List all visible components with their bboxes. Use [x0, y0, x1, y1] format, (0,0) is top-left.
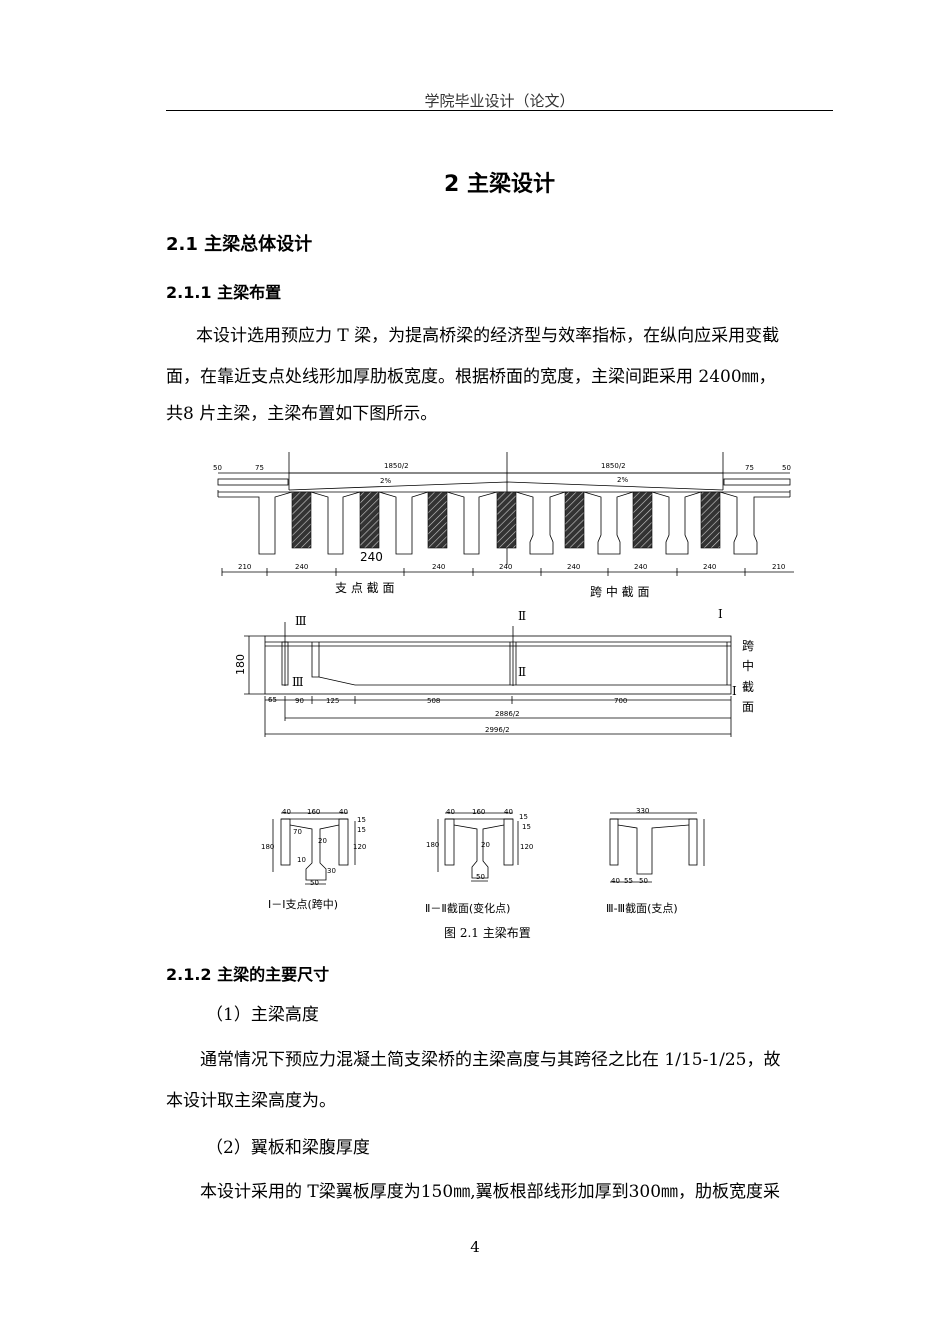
section-heading-2-1: 2.1 主梁总体设计	[166, 234, 313, 255]
side-label-char: 截	[742, 680, 754, 694]
chapter-title: 2 主梁设计	[444, 172, 555, 197]
dim-label: 40	[504, 808, 513, 816]
dim-label: 700	[614, 697, 627, 705]
text-line: 本设计采用的 T梁翼板厚度为150㎜,翼板根部线形加厚到300㎜，肋板宽度采	[200, 1182, 781, 1202]
section-mark: Ⅲ	[292, 675, 304, 689]
diaphragm-block	[564, 491, 585, 549]
detail-section-II	[437, 812, 519, 882]
section-mark: Ⅰ	[718, 607, 723, 621]
elevation-drawing	[244, 622, 732, 737]
detail-caption: Ⅲ-Ⅲ截面(支点)	[606, 901, 678, 915]
section-heading-2-1-1: 2.1.1 主梁布置	[166, 283, 282, 302]
detail-section-III	[609, 812, 705, 883]
dim-label: 50	[476, 873, 485, 881]
dim-label: 240	[703, 563, 716, 571]
dim-label: 120	[520, 843, 533, 851]
dimension-ticks	[221, 568, 746, 576]
text-line: 本设计取主梁高度为。	[166, 1091, 336, 1111]
header-rule	[166, 110, 833, 111]
dim-label: 15	[357, 826, 366, 834]
dim-label: 40	[446, 808, 455, 816]
dim-label: 50	[639, 877, 648, 885]
section-heading-2-1-2: 2.1.2 主梁的主要尺寸	[166, 965, 330, 984]
dim-label: 1850/2	[384, 462, 409, 470]
section-mark: Ⅱ	[518, 665, 526, 679]
dim-label: 180	[426, 841, 439, 849]
dim-label: 330	[636, 807, 649, 815]
paragraph-flange-thickness: 本设计采用的 T梁翼板厚度为150㎜,翼板根部线形加厚到300㎜，肋板宽度采	[166, 1172, 833, 1213]
dim-label: 240	[432, 563, 445, 571]
side-label-char: 面	[742, 700, 754, 714]
dim-label: 240	[295, 563, 308, 571]
dim-label: 65	[268, 696, 277, 704]
dim-label: 30	[327, 867, 336, 875]
dim-label: 210	[772, 563, 785, 571]
dim-label: 15	[519, 813, 528, 821]
dim-label: 240	[634, 563, 647, 571]
dim-label: 180	[261, 843, 274, 851]
slope-label: 2%	[380, 477, 391, 485]
section-mark: Ⅱ	[518, 609, 526, 623]
dim-label: 240	[499, 563, 512, 571]
text-line: 共8 片主梁，主梁布置如下图所示。	[166, 404, 438, 424]
diaphragm-block	[359, 491, 380, 549]
diaphragm-block	[632, 491, 653, 549]
dim-label: 40	[611, 877, 620, 885]
dim-label: 75	[255, 464, 264, 472]
dim-label: 125	[326, 697, 339, 705]
text-line: 面，在靠近支点处线形加厚肋板宽度。根据桥面的宽度，主梁间距采用 2400㎜，	[166, 367, 776, 387]
dim-label: 55	[624, 877, 633, 885]
dim-label: 50	[782, 464, 791, 472]
section-mark: Ⅰ	[732, 684, 737, 698]
cross-section-drawing	[217, 452, 794, 576]
text-line: 本设计选用预应力 T 梁，为提高桥梁的经济型与效率指标，在纵向应采用变截	[196, 326, 780, 346]
section-mark: Ⅲ	[295, 614, 307, 628]
dim-label: 508	[427, 697, 440, 705]
diaphragm-blocks	[291, 491, 721, 549]
detail-section-I	[272, 812, 356, 885]
paragraph-layout: 本设计选用预应力 T 梁，为提高桥梁的经济型与效率指标，在纵向应采用变截 面，在…	[166, 316, 833, 435]
figure-caption: 图 2.1 主梁布置	[444, 925, 531, 940]
dim-label: 210	[238, 563, 251, 571]
slope-label: 2%	[617, 476, 628, 484]
diaphragm-block	[291, 491, 312, 549]
midspan-section-label: 跨 中 截 面	[590, 584, 649, 599]
height-dim-label: 180	[234, 654, 247, 675]
page-number: 4	[470, 1238, 480, 1256]
dim-label: 2886/2	[495, 710, 520, 718]
dim-label: 90	[295, 697, 304, 705]
dim-label: 70	[293, 828, 302, 836]
dim-label: 15	[357, 816, 366, 824]
dim-label: 75	[745, 464, 754, 472]
support-section-label: 支 点 截 面	[335, 581, 394, 595]
detail-caption: Ⅰ－Ⅰ支点(跨中)	[268, 898, 338, 911]
paragraph-girder-height: 通常情况下预应力混凝土简支梁桥的主梁高度与其跨径之比在 1/15-1/25，故 …	[166, 1040, 833, 1122]
dim-label: 15	[522, 823, 531, 831]
dim-label-large: 240	[360, 550, 383, 564]
dim-label: 50	[213, 464, 222, 472]
dim-label: 240	[567, 563, 580, 571]
dim-label: 20	[481, 841, 490, 849]
text-line: 通常情况下预应力混凝土简支梁桥的主梁高度与其跨径之比在 1/15-1/25，故	[200, 1050, 781, 1070]
dim-label: 50	[310, 879, 319, 887]
dim-label: 40	[339, 808, 348, 816]
side-label-char: 跨	[742, 639, 754, 653]
dim-label: 40	[282, 808, 291, 816]
side-label-char: 中	[742, 658, 754, 673]
dim-label: 160	[472, 808, 485, 816]
item-flange-web-thickness: （2）翼板和梁腹厚度	[206, 1138, 370, 1158]
diaphragm-block	[427, 491, 448, 549]
diaphragm-block	[700, 491, 721, 549]
detail-caption: Ⅱ－Ⅱ截面(变化点)	[425, 901, 510, 915]
dim-label: 160	[307, 808, 320, 816]
dim-label: 120	[353, 843, 366, 851]
item-girder-height: （1）主梁高度	[206, 1005, 319, 1025]
diaphragm-block	[496, 491, 517, 549]
dim-label: 20	[318, 837, 327, 845]
dim-label: 10	[297, 856, 306, 864]
dim-label: 2996/2	[485, 726, 510, 734]
dim-label: 1850/2	[601, 462, 626, 470]
running-header: 学院毕业设计（论文）	[424, 92, 575, 110]
